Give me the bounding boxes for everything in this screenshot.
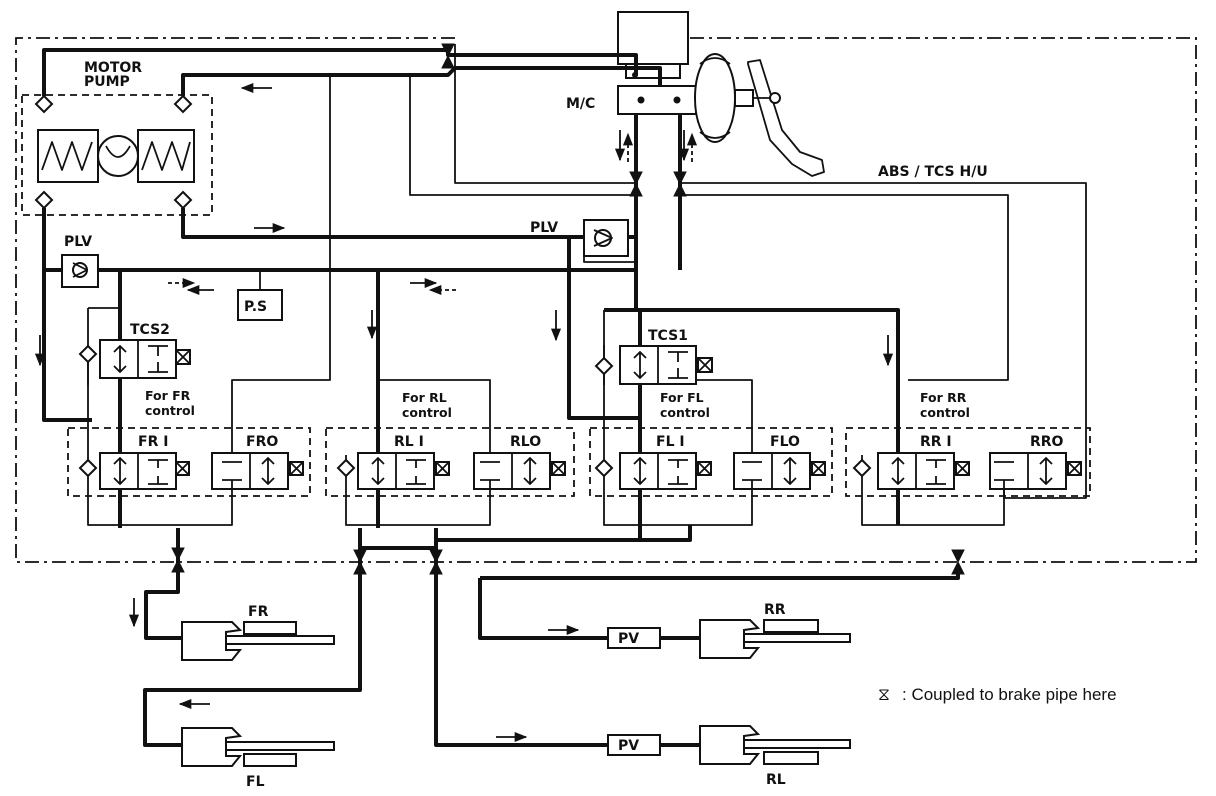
- valve-group-rl: [325, 427, 575, 498]
- motor-pump: [34, 94, 195, 210]
- for-rl-label-1: For RL: [402, 390, 447, 405]
- caliper-rr: [699, 619, 851, 659]
- tcs1-valve: [594, 345, 713, 385]
- plv-center-label: PLV: [530, 220, 558, 236]
- fr-inlet-label: FR I: [138, 434, 168, 450]
- fl-outlet-label: FLO: [770, 434, 800, 450]
- for-fr-label-1: For FR: [145, 388, 191, 403]
- tcs2-valve: [78, 339, 191, 379]
- master-cylinder-assembly: [617, 11, 825, 177]
- tcs1-label: TCS1: [648, 328, 688, 344]
- brake-pedal: [747, 59, 825, 177]
- for-fl-label-2: control: [660, 405, 710, 420]
- fr-outlet-label: FRO: [246, 434, 278, 450]
- coupler-legend-icon: ⧖: [878, 685, 890, 704]
- motor-pump-label-1: MOTOR: [84, 60, 142, 76]
- plv-left-label: PLV: [64, 234, 92, 250]
- pressure-switch: [237, 289, 283, 321]
- rl-outlet-label: RLO: [510, 434, 541, 450]
- wheel-fl-label: FL: [246, 774, 265, 790]
- plv-center: [583, 219, 629, 257]
- motor-pump-label-2: PUMP: [84, 74, 130, 90]
- brake-booster: [694, 53, 736, 143]
- abs-tcs-hu-label: ABS / TCS H/U: [878, 164, 988, 180]
- valve-group-rr: [845, 427, 1091, 498]
- rr-inlet-label: RR I: [920, 434, 952, 450]
- plv-left: [61, 254, 99, 288]
- rr-outlet-label: RRO: [1030, 434, 1064, 450]
- pv-rr: [607, 627, 661, 649]
- pipe-couplers: [171, 43, 965, 575]
- tcs2-label: TCS2: [130, 322, 170, 338]
- for-rr-label-1: For RR: [920, 390, 967, 405]
- for-fr-label-2: control: [145, 403, 195, 418]
- valve-group-fl: [589, 427, 833, 498]
- wheel-fr-label: FR: [248, 604, 269, 620]
- coupler-legend-text: : Coupled to brake pipe here: [902, 685, 1117, 704]
- pressure-switch-label: P.S: [244, 299, 267, 315]
- caliper-fr: [181, 621, 335, 661]
- pv-rr-label: PV: [618, 631, 639, 647]
- pv-rl: [607, 734, 661, 756]
- for-rr-label-2: control: [920, 405, 970, 420]
- for-rl-label-2: control: [402, 405, 452, 420]
- for-fl-label-1: For FL: [660, 390, 704, 405]
- pv-rl-label: PV: [618, 738, 639, 754]
- rl-inlet-label: RL I: [394, 434, 424, 450]
- wheel-rr-label: RR: [764, 602, 786, 618]
- hydraulic-unit-boundary: [15, 37, 1197, 563]
- fl-inlet-label: FL I: [656, 434, 685, 450]
- valve-group-fr: [67, 427, 311, 498]
- master-cylinder-label: M/C: [566, 96, 595, 112]
- caliper-rl: [699, 725, 851, 765]
- master-cylinder-body: [617, 85, 697, 115]
- caliper-fl: [181, 727, 335, 767]
- flow-arrows: [34, 82, 894, 743]
- legend: ⧖ : Coupled to brake pipe here: [878, 685, 1117, 704]
- wheel-rl-label: RL: [766, 772, 786, 788]
